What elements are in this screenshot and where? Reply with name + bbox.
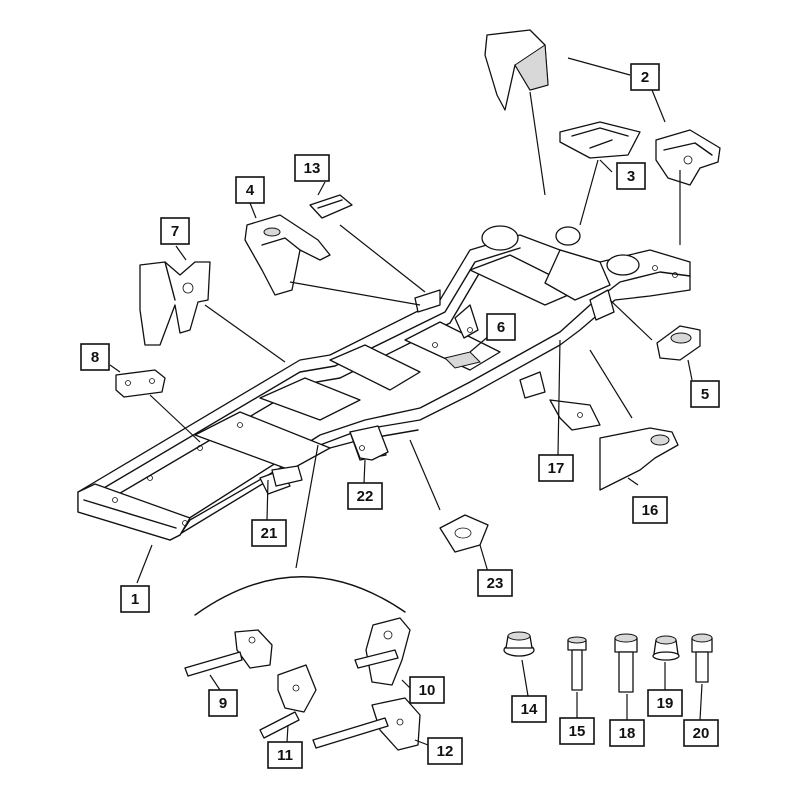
callout-15-label: 15 xyxy=(569,723,586,740)
callout-2-label: 2 xyxy=(641,69,649,86)
callout-8-label: 8 xyxy=(91,349,99,366)
part-5-bushing xyxy=(656,325,701,361)
part-13-pad xyxy=(309,194,353,219)
callout-7-label: 7 xyxy=(171,223,179,240)
callout-22: 22 xyxy=(347,482,383,510)
callout-3-label: 3 xyxy=(627,168,635,185)
part-2-bracket xyxy=(655,129,721,186)
callout-20: 20 xyxy=(683,719,719,747)
callout-23: 23 xyxy=(477,569,513,597)
callout-11-label: 11 xyxy=(277,747,293,764)
callout-7: 7 xyxy=(160,217,190,245)
part-10-bolt-bracket xyxy=(354,617,411,686)
part-15-stud xyxy=(567,636,587,691)
callout-15: 15 xyxy=(559,717,595,745)
callout-14: 14 xyxy=(511,695,547,723)
callout-18-label: 18 xyxy=(619,725,636,742)
callout-12-label: 12 xyxy=(437,743,454,760)
callout-8: 8 xyxy=(80,343,110,371)
part-16-bracket xyxy=(599,427,679,491)
part-8-bracket xyxy=(115,369,166,398)
part-7-bracket xyxy=(139,261,211,346)
callout-19: 19 xyxy=(647,689,683,717)
part-22-bracket xyxy=(349,425,389,461)
part-6-plate xyxy=(444,351,481,369)
callout-22-label: 22 xyxy=(357,488,374,505)
callout-16: 16 xyxy=(632,496,668,524)
part-12-bolt-bracket xyxy=(312,697,421,751)
callout-1-label: 1 xyxy=(131,591,139,608)
callouts: 1 2 3 4 5 6 7 8 xyxy=(80,63,720,769)
callout-1: 1 xyxy=(120,585,150,613)
callout-3: 3 xyxy=(616,162,646,190)
callout-18: 18 xyxy=(609,719,645,747)
callout-19-label: 19 xyxy=(657,695,674,712)
callout-17-label: 17 xyxy=(548,460,565,477)
part-20-bolt xyxy=(691,633,713,683)
part-19-nut xyxy=(652,635,680,661)
callout-4-label: 4 xyxy=(246,182,255,199)
callout-6-label: 6 xyxy=(497,319,505,336)
callout-10: 10 xyxy=(409,676,445,704)
callout-17: 17 xyxy=(538,454,574,482)
callout-9: 9 xyxy=(208,689,238,717)
callout-20-label: 20 xyxy=(693,725,710,742)
detail-arc xyxy=(194,576,406,616)
part-21-bracket xyxy=(271,465,303,487)
callout-13: 13 xyxy=(294,154,330,182)
callout-12: 12 xyxy=(427,737,463,765)
callout-4: 4 xyxy=(235,176,265,204)
part-18-bolt xyxy=(614,633,638,693)
part-2-shield-cap xyxy=(484,29,549,111)
callout-10-label: 10 xyxy=(419,682,436,699)
part-4-bracket xyxy=(244,214,331,296)
callout-5-label: 5 xyxy=(701,386,709,403)
part-11-bolt-bracket xyxy=(259,664,317,739)
callout-2: 2 xyxy=(630,63,660,91)
part-23-plate xyxy=(439,514,489,553)
callout-5: 5 xyxy=(690,380,720,408)
callout-16-label: 16 xyxy=(642,502,659,519)
part-9-bolt-bracket xyxy=(184,629,273,677)
callout-23-label: 23 xyxy=(487,575,504,592)
callout-9-label: 9 xyxy=(219,695,227,712)
callout-21: 21 xyxy=(251,519,287,547)
callout-11: 11 xyxy=(267,741,303,769)
callout-6: 6 xyxy=(486,313,516,341)
callout-14-label: 14 xyxy=(521,701,538,718)
part-3-tray xyxy=(559,121,641,159)
part-17-bracket xyxy=(549,399,601,431)
callout-21-label: 21 xyxy=(261,525,278,542)
callout-13-label: 13 xyxy=(304,160,321,177)
part-14-flange-nut xyxy=(503,631,535,657)
